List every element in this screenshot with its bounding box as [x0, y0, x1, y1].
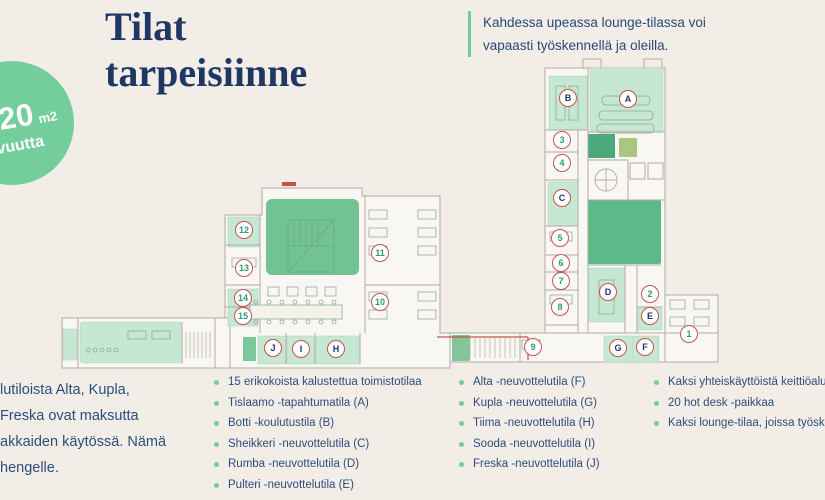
intro-line: lutiloista Alta, Kupla,: [0, 382, 130, 398]
list-item: Botti -koulutustila (B): [214, 417, 422, 429]
left-wing-room: [79, 321, 183, 364]
bullet-icon: [214, 462, 219, 467]
green-utility-room: [588, 134, 615, 158]
yellow-room: [619, 138, 637, 157]
plan-marker-7: 7: [552, 272, 570, 290]
list-item: 15 erikokoista kalustettua toimistotilaa: [214, 376, 422, 388]
intro-line: akkaiden käytössä. Nämä: [0, 434, 167, 450]
plan-marker-5: 5: [551, 229, 569, 247]
page-title-line1: Tilat: [105, 4, 187, 49]
room-list-3: Kaksi yhteiskäyttöistä keittiöaluetta 20…: [654, 376, 825, 438]
bullet-icon: [654, 380, 659, 385]
list-item: Kupla -neuvottelutila (G): [459, 397, 600, 409]
plan-marker-D: D: [599, 283, 617, 301]
intro-line: hengelle.: [0, 460, 59, 476]
plan-marker-14: 14: [234, 289, 252, 307]
plan-marker-2: 2: [641, 285, 659, 303]
bullet-icon: [214, 441, 219, 447]
bullet-icon: [459, 441, 464, 447]
page-title: Tilat tarpeisiinne: [105, 4, 307, 96]
list-item: Sooda -neuvottelutila (I): [459, 438, 600, 450]
plant-box-right: [452, 335, 470, 361]
list-item: Kaksi yhteiskäyttöistä keittiöaluetta: [654, 376, 825, 388]
plant-box-left: [243, 337, 256, 361]
spiral-stair: [594, 168, 618, 192]
area-unit: m2: [37, 108, 59, 127]
bullet-icon: [459, 421, 464, 426]
plan-marker-B: B: [559, 89, 577, 107]
plan-marker-C: C: [553, 189, 571, 207]
intro-paragraph: lutiloista Alta, Kupla, Freska ovat maks…: [0, 377, 166, 481]
plan-marker-A: A: [619, 90, 637, 108]
center-lounge: [266, 199, 359, 275]
area-badge-text: 20m2 avuutta: [0, 92, 63, 159]
intro-line: Freska ovat maksutta: [0, 408, 139, 424]
plan-marker-9: 9: [524, 338, 542, 356]
bullet-icon: [654, 400, 659, 406]
bullet-icon: [459, 380, 464, 385]
bullet-icon: [214, 482, 219, 488]
plan-marker-H: H: [327, 340, 345, 358]
bullet-icon: [459, 462, 464, 467]
plan-marker-E: E: [641, 307, 659, 325]
list-item: Rumba -neuvottelutila (D): [214, 458, 422, 470]
plan-marker-3: 3: [553, 131, 571, 149]
list-item: Pulteri -neuvottelutila (E): [214, 479, 422, 491]
plan-marker-15: 15: [234, 307, 252, 325]
bullet-icon: [214, 400, 219, 406]
list-item: Alta -neuvottelutila (F): [459, 376, 600, 388]
center-staircase: [287, 219, 335, 273]
bullet-icon: [459, 400, 464, 406]
lounge-quote-line2: vapaasti työskennellä ja oleilla.: [483, 38, 669, 53]
plan-marker-G: G: [609, 339, 627, 357]
room-list-1: 15 erikokoista kalustettua toimistotilaa…: [214, 376, 422, 499]
room-list-2: Alta -neuvottelutila (F) Kupla -neuvotte…: [459, 376, 600, 479]
lounge-quote-line1: Kahdessa upeassa lounge-tilassa voi: [483, 15, 706, 30]
plan-marker-F: F: [636, 338, 654, 356]
list-item: Freska -neuvottelutila (J): [459, 458, 600, 470]
plan-marker-1: 1: [680, 325, 698, 343]
list-item: Tiima -neuvottelutila (H): [459, 417, 600, 429]
list-item: Tislaamo -tapahtumatila (A): [214, 397, 422, 409]
list-item: Sheikkeri -neuvottelutila (C): [214, 438, 422, 450]
right-lounge: [588, 200, 661, 264]
stair-hatches: [185, 332, 516, 358]
page-title-line2: tarpeisiinne: [105, 50, 308, 95]
list-item: 20 hot desk -paikkaa: [654, 397, 825, 409]
plan-marker-6: 6: [552, 254, 570, 272]
plan-marker-J: J: [264, 339, 282, 357]
plan-marker-10: 10: [371, 293, 389, 311]
plan-marker-11: 11: [371, 244, 389, 262]
bullet-icon: [214, 380, 219, 385]
plan-marker-I: I: [292, 340, 310, 358]
area-value: 20: [0, 96, 37, 137]
bullet-icon: [214, 421, 219, 426]
plan-marker-13: 13: [235, 259, 253, 277]
plan-marker-4: 4: [553, 154, 571, 172]
lounge-quote: Kahdessa upeassa lounge-tilassa voi vapa…: [468, 11, 706, 57]
plan-marker-8: 8: [551, 298, 569, 316]
plan-marker-12: 12: [235, 221, 253, 239]
bullet-icon: [654, 421, 659, 426]
list-item: Kaksi lounge-tilaa, joissa työskennel: [654, 417, 825, 429]
